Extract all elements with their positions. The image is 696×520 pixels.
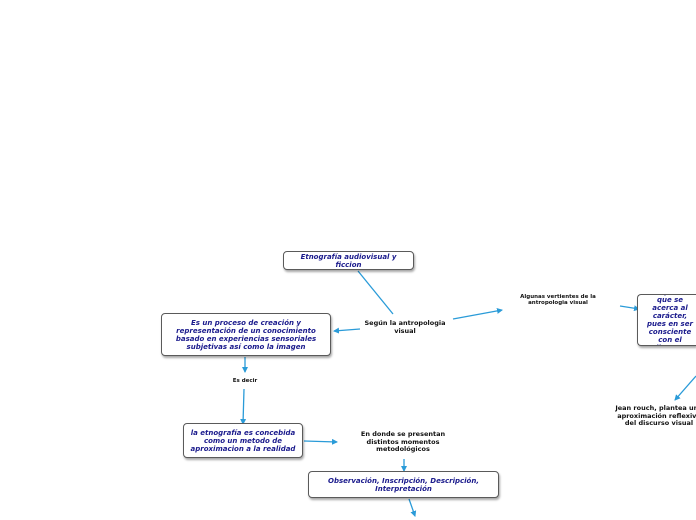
node-jean-rouch[interactable]: Jean rouch, plantea una aproximación ref… — [614, 405, 696, 428]
node-jean-rouch-label: Jean rouch, plantea una aproximación ref… — [615, 405, 696, 427]
node-en-donde-label: En donde se presentan distintos momentos… — [360, 430, 446, 453]
node-vertientes-label: Algunas vertientes de la antropologia vi… — [520, 294, 596, 306]
node-etnografia-concebida[interactable]: la etnografía es concebida como un metod… — [183, 423, 303, 458]
link-es-decir-to-etnografia — [240, 388, 247, 425]
link-vertientes-to-proponen — [619, 305, 640, 312]
link-proponen-to-jean-rouch — [674, 375, 696, 401]
node-es-decir-label: Es decir — [232, 378, 258, 384]
node-proceso-creacion[interactable]: Es un proceso de creación y representaci… — [161, 313, 331, 356]
node-etnografia-audiovisual[interactable]: Etnografía audiovisual y ficcion — [283, 251, 414, 270]
link-etnografia-to-en-donde — [303, 438, 338, 445]
link-center-to-vertientes — [452, 307, 503, 320]
node-proponen[interactable]: Proponen que se acerca al carácter, pues… — [637, 294, 696, 346]
node-es-decir[interactable]: Es decir — [222, 378, 268, 384]
node-etnografia-audiovisual-label: Etnografía audiovisual y ficcion — [300, 252, 397, 269]
link-center-to-proceso — [333, 327, 361, 334]
link-title-to-center — [357, 270, 394, 315]
node-en-donde[interactable]: En donde se presentan distintos momentos… — [357, 430, 449, 454]
node-segun-antropologia-label: Según la antropologia visual — [364, 319, 446, 335]
node-proceso-creacion-label: Es un proceso de creación y representaci… — [175, 318, 317, 351]
node-etnografia-concebida-label: la etnografía es concebida como un metod… — [190, 428, 296, 453]
node-observacion-label: Observación, Inscripción, Descripción, I… — [328, 476, 479, 493]
node-segun-antropologia[interactable]: Según la antropologia visual — [362, 319, 448, 335]
node-observacion[interactable]: Observación, Inscripción, Descripción, I… — [308, 471, 499, 498]
node-proponen-label: Proponen que se acerca al carácter, pues… — [647, 295, 693, 345]
link-observacion-down — [408, 498, 417, 517]
node-vertientes[interactable]: Algunas vertientes de la antropologia vi… — [513, 294, 603, 306]
